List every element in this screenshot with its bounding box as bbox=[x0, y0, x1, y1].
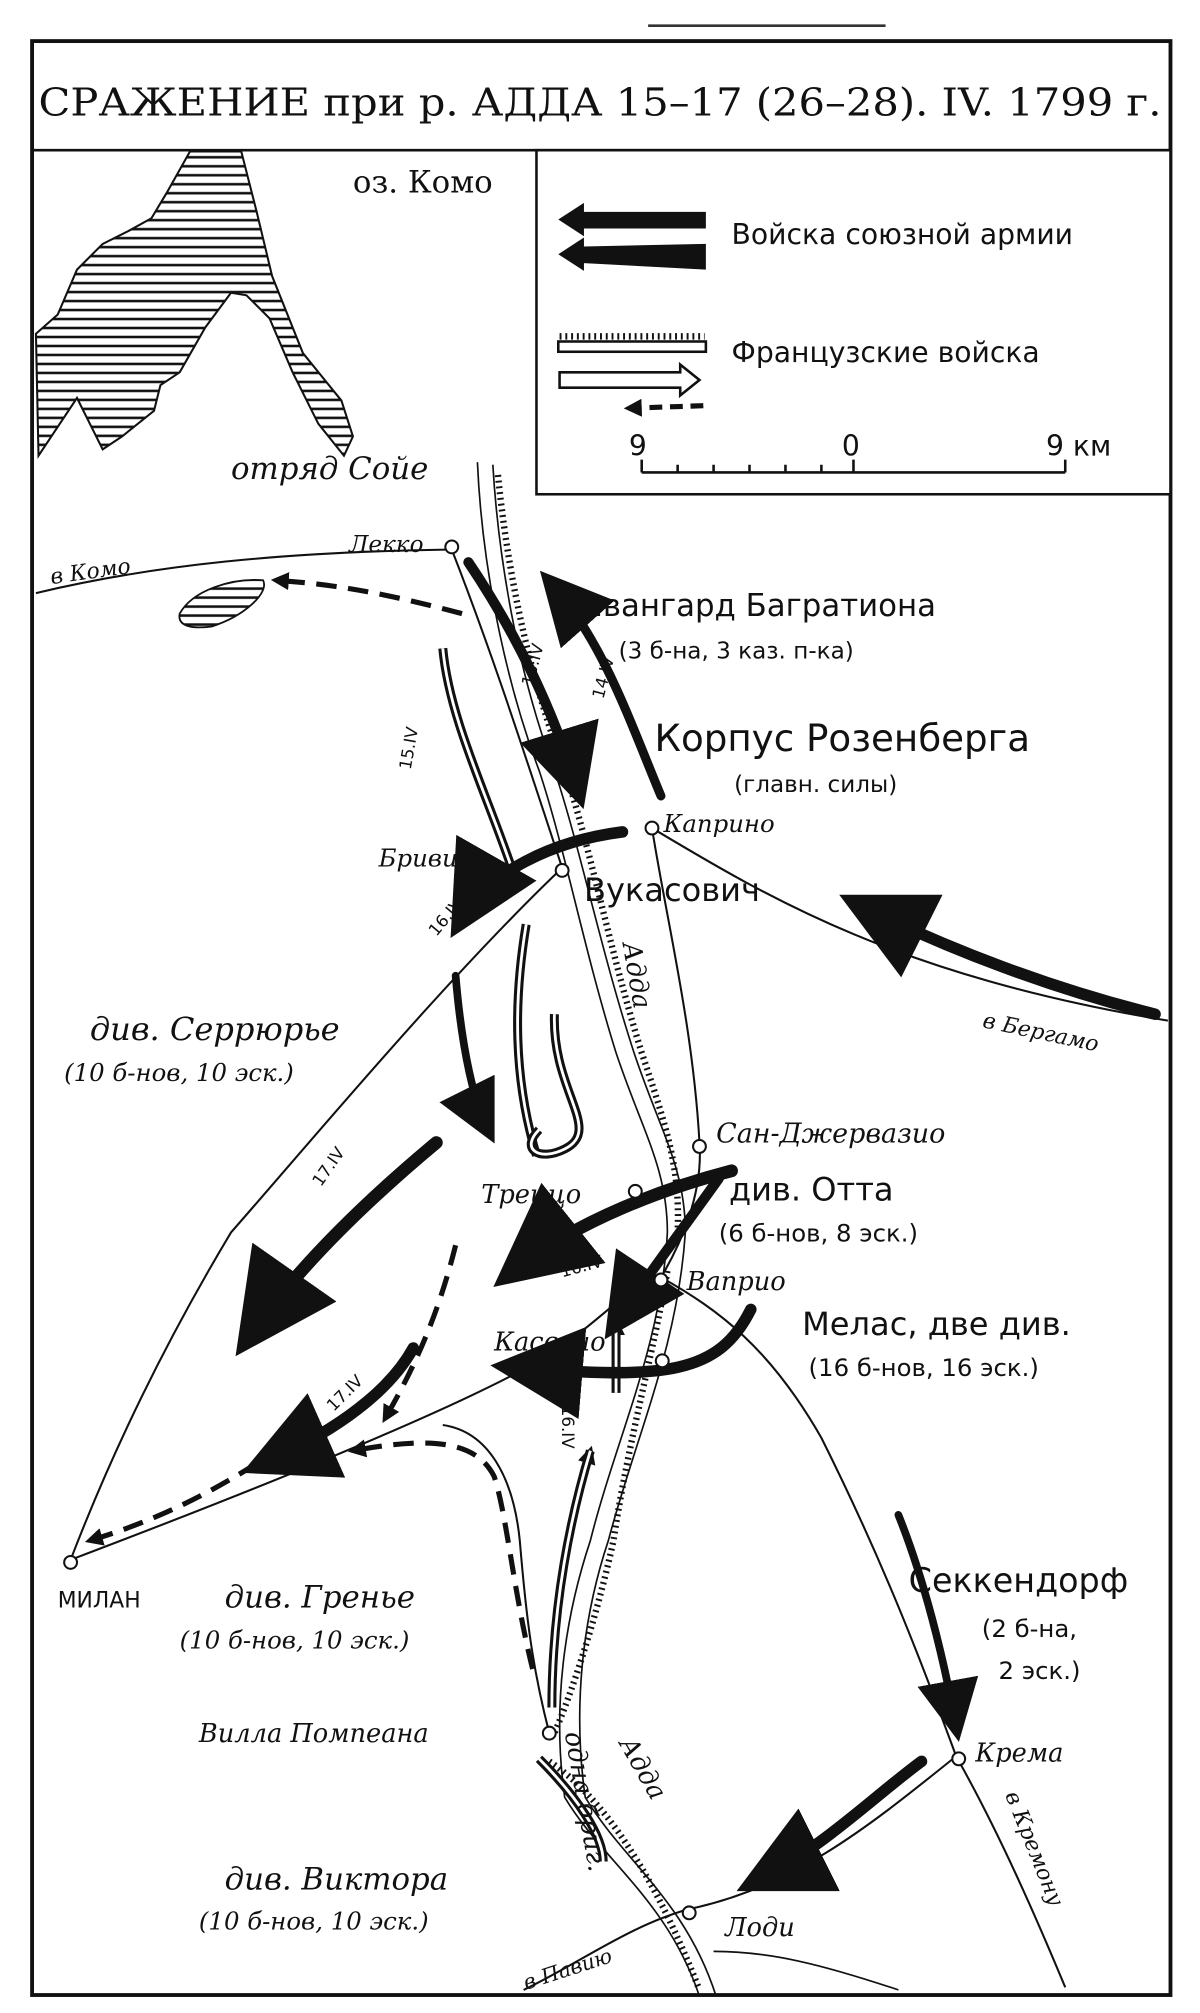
allied-arrows bbox=[235, 557, 1161, 1892]
label-to-como: в Комо bbox=[49, 554, 133, 590]
town-villa-pompeana bbox=[541, 1725, 557, 1741]
label-lake: оз. Комо bbox=[353, 165, 493, 201]
french-arrows bbox=[438, 647, 626, 1862]
label-to-bergamo: в Бергамо bbox=[981, 1008, 1101, 1057]
french-positions bbox=[494, 474, 703, 1992]
label-adda-south: Адда bbox=[612, 1730, 673, 1805]
label-brigade: одна бриг. bbox=[558, 1729, 612, 1874]
scale-bar bbox=[640, 459, 1067, 474]
label-seckendorf: Секкендорф bbox=[909, 1561, 1129, 1600]
label-trezzo: Треццо bbox=[481, 1180, 581, 1210]
label-brivio: Бривио bbox=[378, 844, 473, 873]
label-rosenberg: Корпус Розенберга bbox=[655, 716, 1031, 760]
label-ott-sub: (6 б-нов, 8 эск.) bbox=[719, 1218, 918, 1247]
label-date-16c: 16.IV bbox=[558, 1252, 605, 1282]
label-adda-north: Адда bbox=[615, 938, 657, 1011]
label-cassano: Кассано bbox=[493, 1328, 606, 1358]
town-brivio bbox=[554, 862, 570, 878]
label-serurier-sub: (10 б-нов, 10 эск.) bbox=[64, 1058, 294, 1087]
label-grenier: див. Гренье bbox=[225, 1579, 415, 1615]
label-to-cremona: в Кремону bbox=[999, 1788, 1068, 1910]
town-lecco bbox=[444, 539, 460, 555]
label-date-16d: 16.IV bbox=[558, 1406, 577, 1449]
scale-mid: 0 bbox=[842, 430, 860, 463]
label-bagration-sub: (3 б-на, 3 каз. п-ка) bbox=[619, 639, 854, 665]
legend-box bbox=[535, 148, 1172, 496]
small-lake bbox=[178, 579, 265, 629]
label-caprino: Каприно bbox=[663, 809, 775, 838]
label-lodi: Лоди bbox=[723, 1913, 795, 1943]
map-frame bbox=[30, 39, 1173, 1997]
legend-allied-arrow-icon bbox=[558, 202, 706, 271]
label-to-pavia: в Павию bbox=[520, 1943, 615, 1994]
french-retreats bbox=[84, 572, 536, 1670]
label-serurier: див. Серрюрье bbox=[90, 1010, 340, 1048]
label-lecco: Лекко bbox=[348, 532, 423, 558]
label-san-gervasio: Сан-Джервазио bbox=[716, 1119, 945, 1150]
map-title: СРАЖЕНИЕ при р. АДДА 15–17 (26–28). IV. … bbox=[39, 81, 1162, 126]
scale-right: 9 км bbox=[1046, 430, 1111, 463]
label-grenier-sub: (10 б-нов, 10 эск.) bbox=[180, 1625, 410, 1654]
town-milan bbox=[63, 1554, 79, 1570]
label-bagration: авангард Багратиона bbox=[584, 588, 936, 624]
label-vukasovich: Вукасович bbox=[584, 871, 760, 909]
lake-como bbox=[34, 150, 355, 460]
legend-french-label: Французские войска bbox=[732, 336, 1040, 369]
legend-french-arrow-icon bbox=[558, 361, 702, 399]
town-cassano bbox=[654, 1353, 670, 1369]
label-melas-sub: (16 б-нов, 16 эск.) bbox=[809, 1353, 1039, 1382]
legend-allied-label: Войска союзной армии bbox=[732, 218, 1073, 251]
town-trezzo bbox=[627, 1183, 643, 1199]
label-vaprio: Ваприо bbox=[686, 1267, 786, 1297]
legend-french-line-icon bbox=[557, 333, 708, 354]
label-victor: див. Виктора bbox=[225, 1862, 449, 1898]
town-crema bbox=[951, 1751, 967, 1767]
town-caprino bbox=[644, 820, 660, 836]
label-crema: Крема bbox=[974, 1738, 1063, 1768]
label-villa-pompeana: Вилла Помпеана bbox=[198, 1719, 429, 1749]
label-date-15: 15.IV bbox=[396, 725, 422, 771]
label-soye: отряд Сойе bbox=[231, 451, 428, 487]
town-markers bbox=[63, 539, 967, 1921]
label-date-17a: 17.IV bbox=[309, 1143, 349, 1189]
label-melas: Мелас, две див. bbox=[802, 1305, 1071, 1343]
scale-left: 9 bbox=[629, 430, 647, 463]
label-milan: МИЛАН bbox=[58, 1588, 141, 1613]
label-seckendorf-sub1: (2 б-на, bbox=[982, 1614, 1077, 1643]
legend-retreat-arrow-icon bbox=[623, 398, 704, 417]
town-vaprio bbox=[653, 1272, 669, 1288]
label-ott: див. Отта bbox=[729, 1170, 894, 1208]
town-lodi bbox=[681, 1905, 697, 1921]
town-san-gervasio bbox=[692, 1138, 707, 1154]
label-rosenberg-sub: (главн. силы) bbox=[734, 772, 897, 798]
label-seckendorf-sub2: 2 эск.) bbox=[999, 1656, 1081, 1685]
label-victor-sub: (10 б-нов, 10 эск.) bbox=[199, 1907, 429, 1936]
